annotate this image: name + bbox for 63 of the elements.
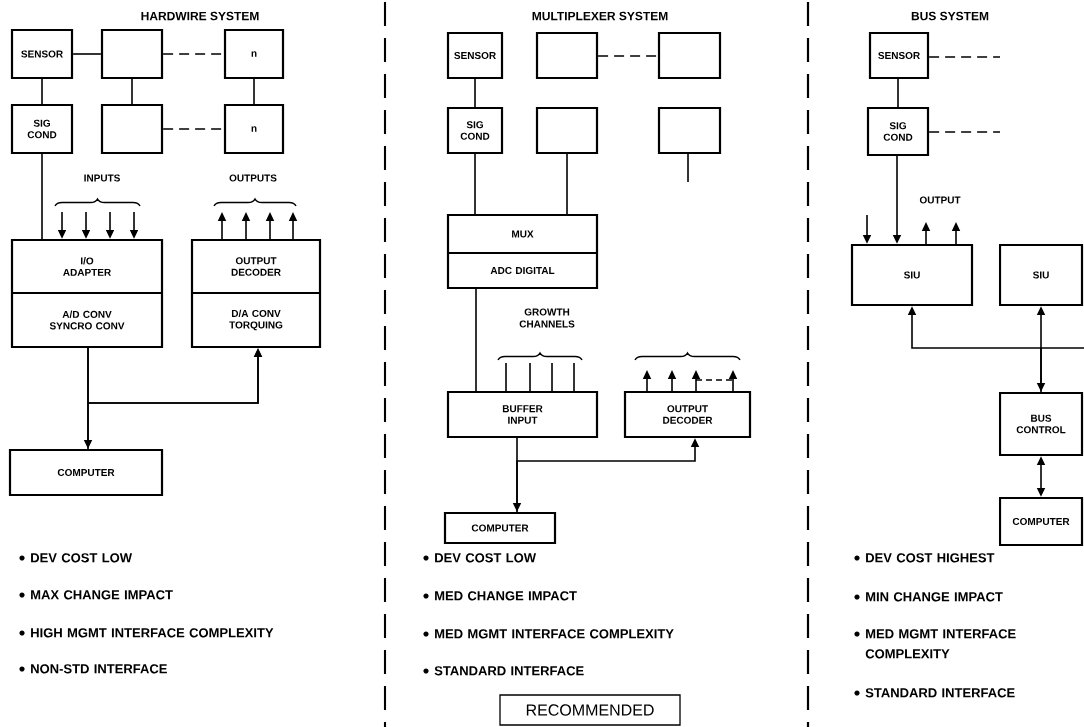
connector-line: [41, 78, 43, 105]
bullet-item: STANDARD INTERFACE: [423, 666, 584, 676]
process-box: n: [223, 28, 285, 80]
connector-line: [687, 153, 689, 183]
process-box: [535, 106, 599, 155]
process-box: OUTPUT DECODER: [623, 390, 752, 439]
process-box: [100, 103, 164, 155]
dashed-line: [597, 55, 659, 57]
process-box: MUX ADC DIGITAL: [446, 213, 599, 290]
bullet-item: MAX CHANGE IMPACT: [19, 590, 173, 600]
dashed-line: [928, 56, 1001, 58]
group-label: INPUTS: [84, 174, 120, 182]
process-box: n: [223, 103, 285, 155]
process-box: BUFFER INPUT: [446, 390, 599, 439]
process-box: SIU: [850, 243, 974, 307]
connector-line: [131, 78, 133, 105]
process-box: COMPUTER: [998, 496, 1084, 547]
process-box: OUTPUT DECODER D/A CONV TORQUING: [190, 238, 322, 349]
bullet-item: DEV COST LOW: [423, 553, 537, 563]
connector-line: [474, 153, 476, 215]
process-box: COMPUTER: [443, 511, 557, 545]
process-box: SENSOR: [446, 31, 504, 80]
dashed-line: [928, 131, 1001, 133]
connector-line: [573, 362, 575, 392]
bullet-item: MED MGMT INTERFACE COMPLEXITY: [854, 629, 1016, 659]
process-box: [535, 31, 599, 80]
group-label: OUTPUTS: [229, 174, 277, 182]
process-box: COMPUTER: [8, 448, 164, 497]
process-box: SIG COND: [10, 103, 74, 155]
connector-line: [551, 362, 553, 392]
process-box: BUS CONTROL: [998, 391, 1084, 457]
connector-line: [253, 78, 255, 105]
bullet-item: DEV COST LOW: [19, 553, 133, 563]
connector-line: [897, 78, 899, 108]
connector-line: [529, 362, 531, 392]
process-box: SIG COND: [866, 106, 930, 157]
framed-note: RECOMMENDED: [499, 694, 681, 726]
bullet-item: DEV COST HIGHEST: [854, 553, 995, 563]
panel-heading: BUS SYSTEM: [911, 11, 989, 21]
connector-line: [474, 78, 476, 108]
group-label: GROWTH CHANNELS: [519, 308, 575, 328]
connector-line: [72, 53, 102, 55]
connector-line: [505, 362, 507, 392]
group-label: OUTPUT: [919, 196, 961, 204]
process-box: SIG COND: [446, 106, 504, 155]
process-box: SIU: [998, 243, 1084, 307]
process-box: I/O ADAPTER A/D CONV SYNCRO CONV: [10, 238, 164, 349]
bullet-item: NON-STD INTERFACE: [19, 664, 167, 674]
process-box: [657, 106, 722, 155]
bullet-item: MED CHANGE IMPACT: [423, 591, 577, 601]
process-box: SENSOR: [10, 28, 74, 80]
bullet-item: MIN CHANGE IMPACT: [854, 592, 1003, 602]
process-box: [657, 31, 722, 80]
connector-line: [566, 153, 568, 215]
bullet-item: STANDARD INTERFACE: [854, 688, 1015, 698]
panel-heading: HARDWIRE SYSTEM: [141, 11, 259, 21]
bullet-item: HIGH MGMT INTERFACE COMPLEXITY: [19, 628, 274, 638]
panel-heading: MULTIPLEXER SYSTEM: [532, 11, 668, 21]
connector-line: [41, 153, 43, 240]
process-box: SENSOR: [868, 31, 930, 80]
bullet-item: MED MGMT INTERFACE COMPLEXITY: [423, 629, 674, 639]
connector-line: [475, 288, 477, 392]
process-box: [100, 28, 164, 80]
